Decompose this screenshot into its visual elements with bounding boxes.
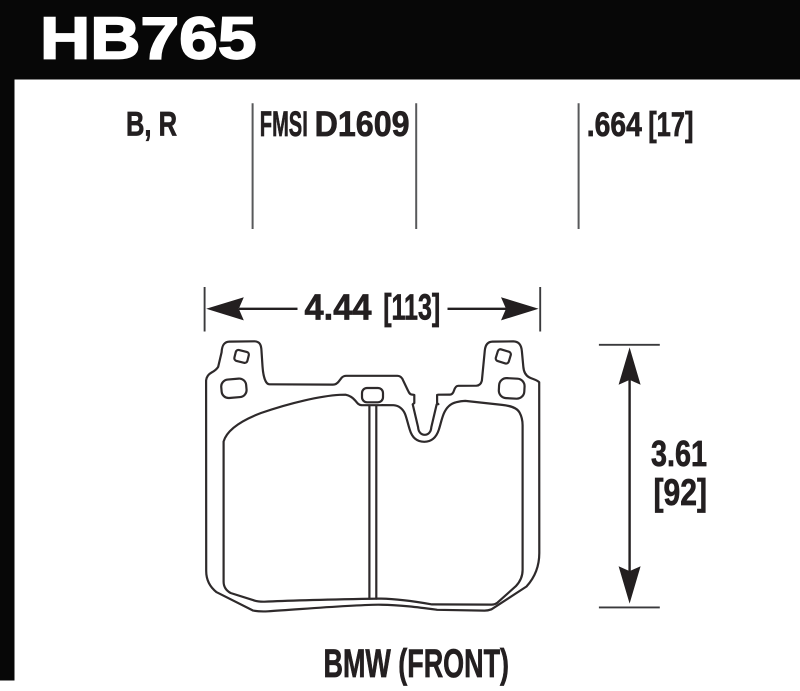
svg-text:FMSI: FMSI [260,105,308,144]
svg-text:[92]: [92] [654,472,708,513]
svg-text:3.61: 3.61 [651,433,707,474]
svg-text:B, R: B, R [126,105,177,143]
svg-text:BMW (FRONT): BMW (FRONT) [324,642,510,686]
svg-text:HB765: HB765 [40,5,257,71]
svg-text:[113]: [113] [383,287,440,328]
svg-text:[17]: [17] [648,106,693,144]
svg-text:4.44: 4.44 [305,287,372,328]
svg-text:D1609: D1609 [315,105,410,144]
svg-text:.664: .664 [587,106,642,144]
